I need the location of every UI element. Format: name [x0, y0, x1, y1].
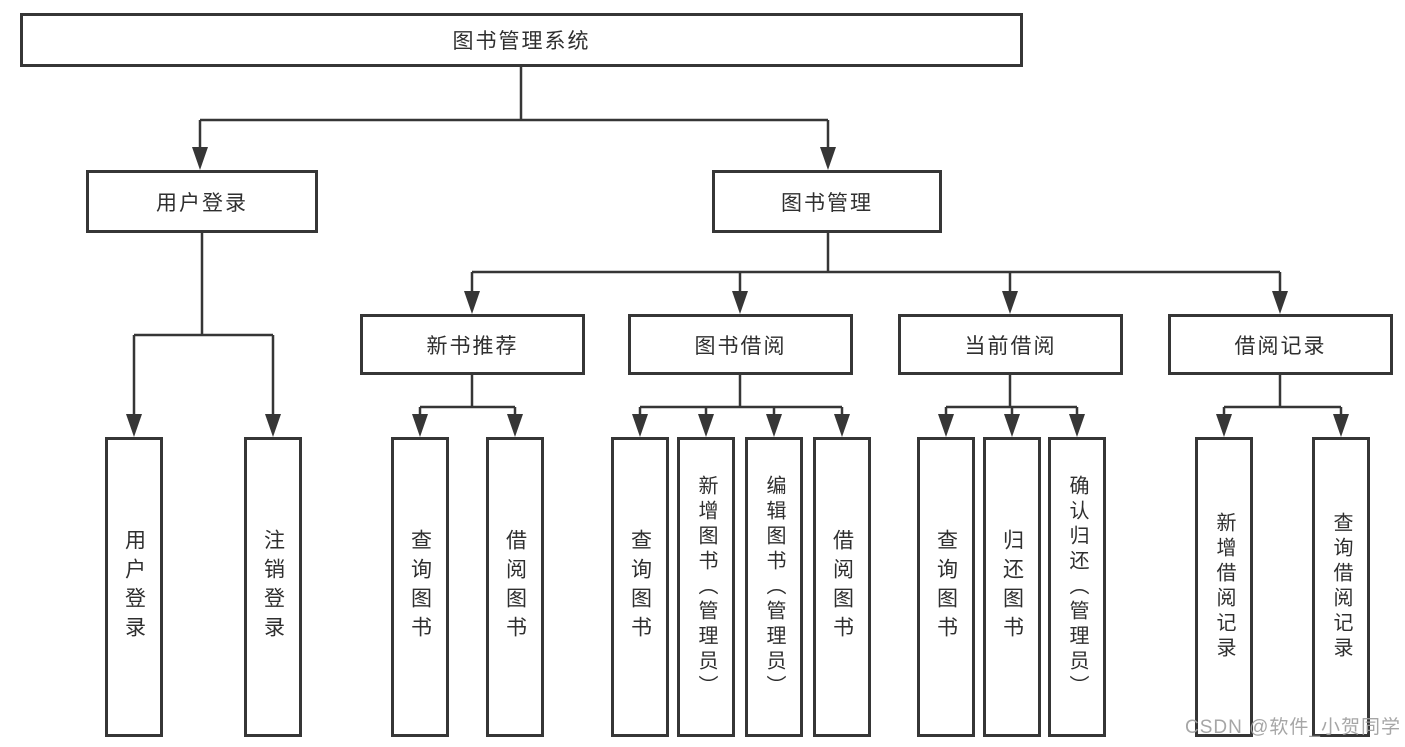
arrowhead-icon	[507, 414, 523, 437]
csdn-watermark: CSDN @软件_小贺同学	[1185, 717, 1401, 738]
arrowhead-icon	[1002, 291, 1018, 314]
node-borrow-records: 借阅记录	[1168, 314, 1393, 375]
leaf-query-books-recommend: 查询图书	[391, 437, 449, 737]
leaf-logout: 注销登录	[244, 437, 302, 737]
leaf-query-books-current-label: 查询图书	[934, 529, 958, 645]
arrowhead-icon	[834, 414, 850, 437]
arrowhead-icon	[1004, 414, 1020, 437]
leaf-query-books-borrow-label: 查询图书	[628, 529, 652, 645]
leaf-return-book-label: 归还图书	[1000, 529, 1024, 645]
arrowhead-icon	[192, 147, 208, 170]
leaf-query-books-current: 查询图书	[917, 437, 975, 737]
leaf-query-books-recommend-label: 查询图书	[408, 529, 432, 645]
arrowhead-icon	[1333, 414, 1349, 437]
leaf-confirm-return-admin: 确认归还（管理员）	[1048, 437, 1106, 737]
leaf-query-books-borrow: 查询图书	[611, 437, 669, 737]
leaf-edit-book-admin: 编辑图书（管理员）	[745, 437, 803, 737]
arrowhead-icon	[938, 414, 954, 437]
leaf-edit-book-admin-label: 编辑图书（管理员）	[763, 474, 785, 700]
arrowhead-icon	[1069, 414, 1085, 437]
arrowhead-icon	[126, 414, 142, 437]
arrowhead-icon	[412, 414, 428, 437]
leaf-borrow-books-recommend: 借阅图书	[486, 437, 544, 737]
node-book-borrow: 图书借阅	[628, 314, 853, 375]
leaf-borrow-books-recommend-label: 借阅图书	[503, 529, 527, 645]
node-book-borrow-label: 图书借阅	[694, 334, 787, 358]
leaf-add-book-admin: 新增图书（管理员）	[677, 437, 735, 737]
leaf-add-book-admin-label: 新增图书（管理员）	[695, 474, 717, 700]
arrowhead-icon	[1272, 291, 1288, 314]
arrowhead-icon	[632, 414, 648, 437]
node-user-login-label: 用户登录	[156, 191, 248, 215]
leaf-return-book: 归还图书	[983, 437, 1041, 737]
leaf-confirm-return-admin-label: 确认归还（管理员）	[1066, 474, 1088, 700]
arrowhead-icon	[265, 414, 281, 437]
arrowhead-icon	[766, 414, 782, 437]
leaf-logout-label: 注销登录	[261, 529, 285, 645]
node-current-borrow-label: 当前借阅	[964, 334, 1057, 358]
leaf-add-borrow-record: 新增借阅记录	[1195, 437, 1253, 737]
leaf-add-borrow-record-label: 新增借阅记录	[1213, 512, 1235, 662]
node-library-system: 图书管理系统	[20, 13, 1023, 67]
node-user-login: 用户登录	[86, 170, 318, 233]
leaf-user-login-label: 用户登录	[122, 529, 146, 645]
leaf-borrow-books-label: 借阅图书	[830, 529, 854, 645]
node-borrow-records-label: 借阅记录	[1234, 334, 1327, 358]
node-book-management: 图书管理	[712, 170, 942, 233]
node-current-borrow: 当前借阅	[898, 314, 1123, 375]
arrowhead-icon	[820, 147, 836, 170]
leaf-query-borrow-record: 查询借阅记录	[1312, 437, 1370, 737]
node-book-management-label: 图书管理	[781, 191, 873, 215]
leaf-user-login: 用户登录	[105, 437, 163, 737]
leaf-query-borrow-record-label: 查询借阅记录	[1330, 512, 1352, 662]
leaf-borrow-books: 借阅图书	[813, 437, 871, 737]
arrowhead-icon	[464, 291, 480, 314]
arrowhead-icon	[1216, 414, 1232, 437]
arrowhead-icon	[732, 291, 748, 314]
node-new-book-recommend-label: 新书推荐	[426, 334, 519, 358]
node-new-book-recommend: 新书推荐	[360, 314, 585, 375]
arrowhead-icon	[698, 414, 714, 437]
node-library-system-label: 图书管理系统	[452, 30, 591, 53]
